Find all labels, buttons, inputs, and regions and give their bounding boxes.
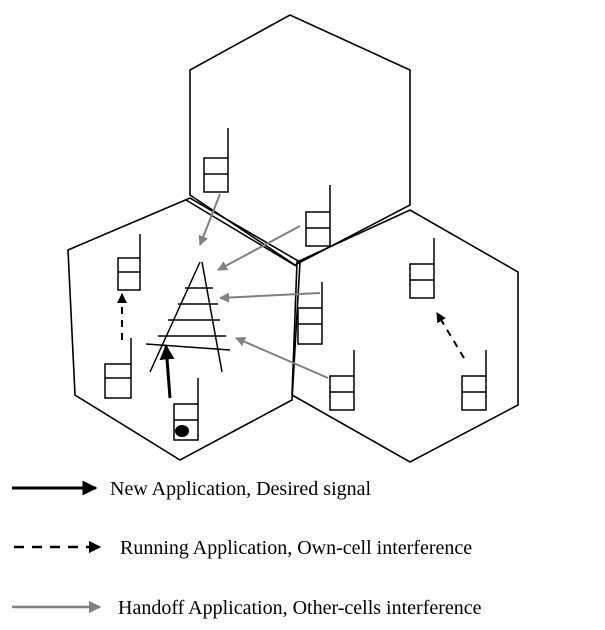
legend-item-running-application: Running Application, Own-cell interferen… <box>14 537 472 559</box>
legend-label: Handoff Application, Other-cells interfe… <box>118 597 482 619</box>
handoff-arrow <box>219 292 321 303</box>
mobile-phone-icon <box>329 350 355 411</box>
legend: New Application, Desired signal Running … <box>12 478 482 619</box>
mobile-phone-icon <box>461 350 487 411</box>
right-cell <box>291 209 519 463</box>
desired-signal-arrow <box>159 344 175 399</box>
other-cell-interference-arrows <box>198 193 329 379</box>
legend-item-new-application: New Application, Desired signal <box>12 478 371 500</box>
cells <box>67 14 519 463</box>
mobile-phone-icon <box>104 338 132 399</box>
handoff-arrow <box>235 337 329 379</box>
legend-label: New Application, Desired signal <box>110 478 371 500</box>
cell-border-double <box>185 199 297 267</box>
own-cell-interference-arrow <box>436 312 465 359</box>
left-cell <box>67 197 301 461</box>
mobile-phone-icon <box>203 128 229 193</box>
mobile-phone-icon <box>409 238 435 299</box>
handoff-arrow <box>198 193 221 246</box>
legend-item-handoff-application: Handoff Application, Other-cells interfe… <box>12 597 482 619</box>
handoff-arrow <box>217 225 301 271</box>
top-cell <box>189 14 411 266</box>
mobile-phone-icon <box>305 185 331 247</box>
mobile-phone-icon <box>173 378 199 441</box>
legend-label: Running Application, Own-cell interferen… <box>120 537 472 559</box>
base-station-tower-icon <box>145 261 231 373</box>
mobile-phone-icon <box>297 282 323 345</box>
mobile-phone-icon <box>117 234 141 291</box>
